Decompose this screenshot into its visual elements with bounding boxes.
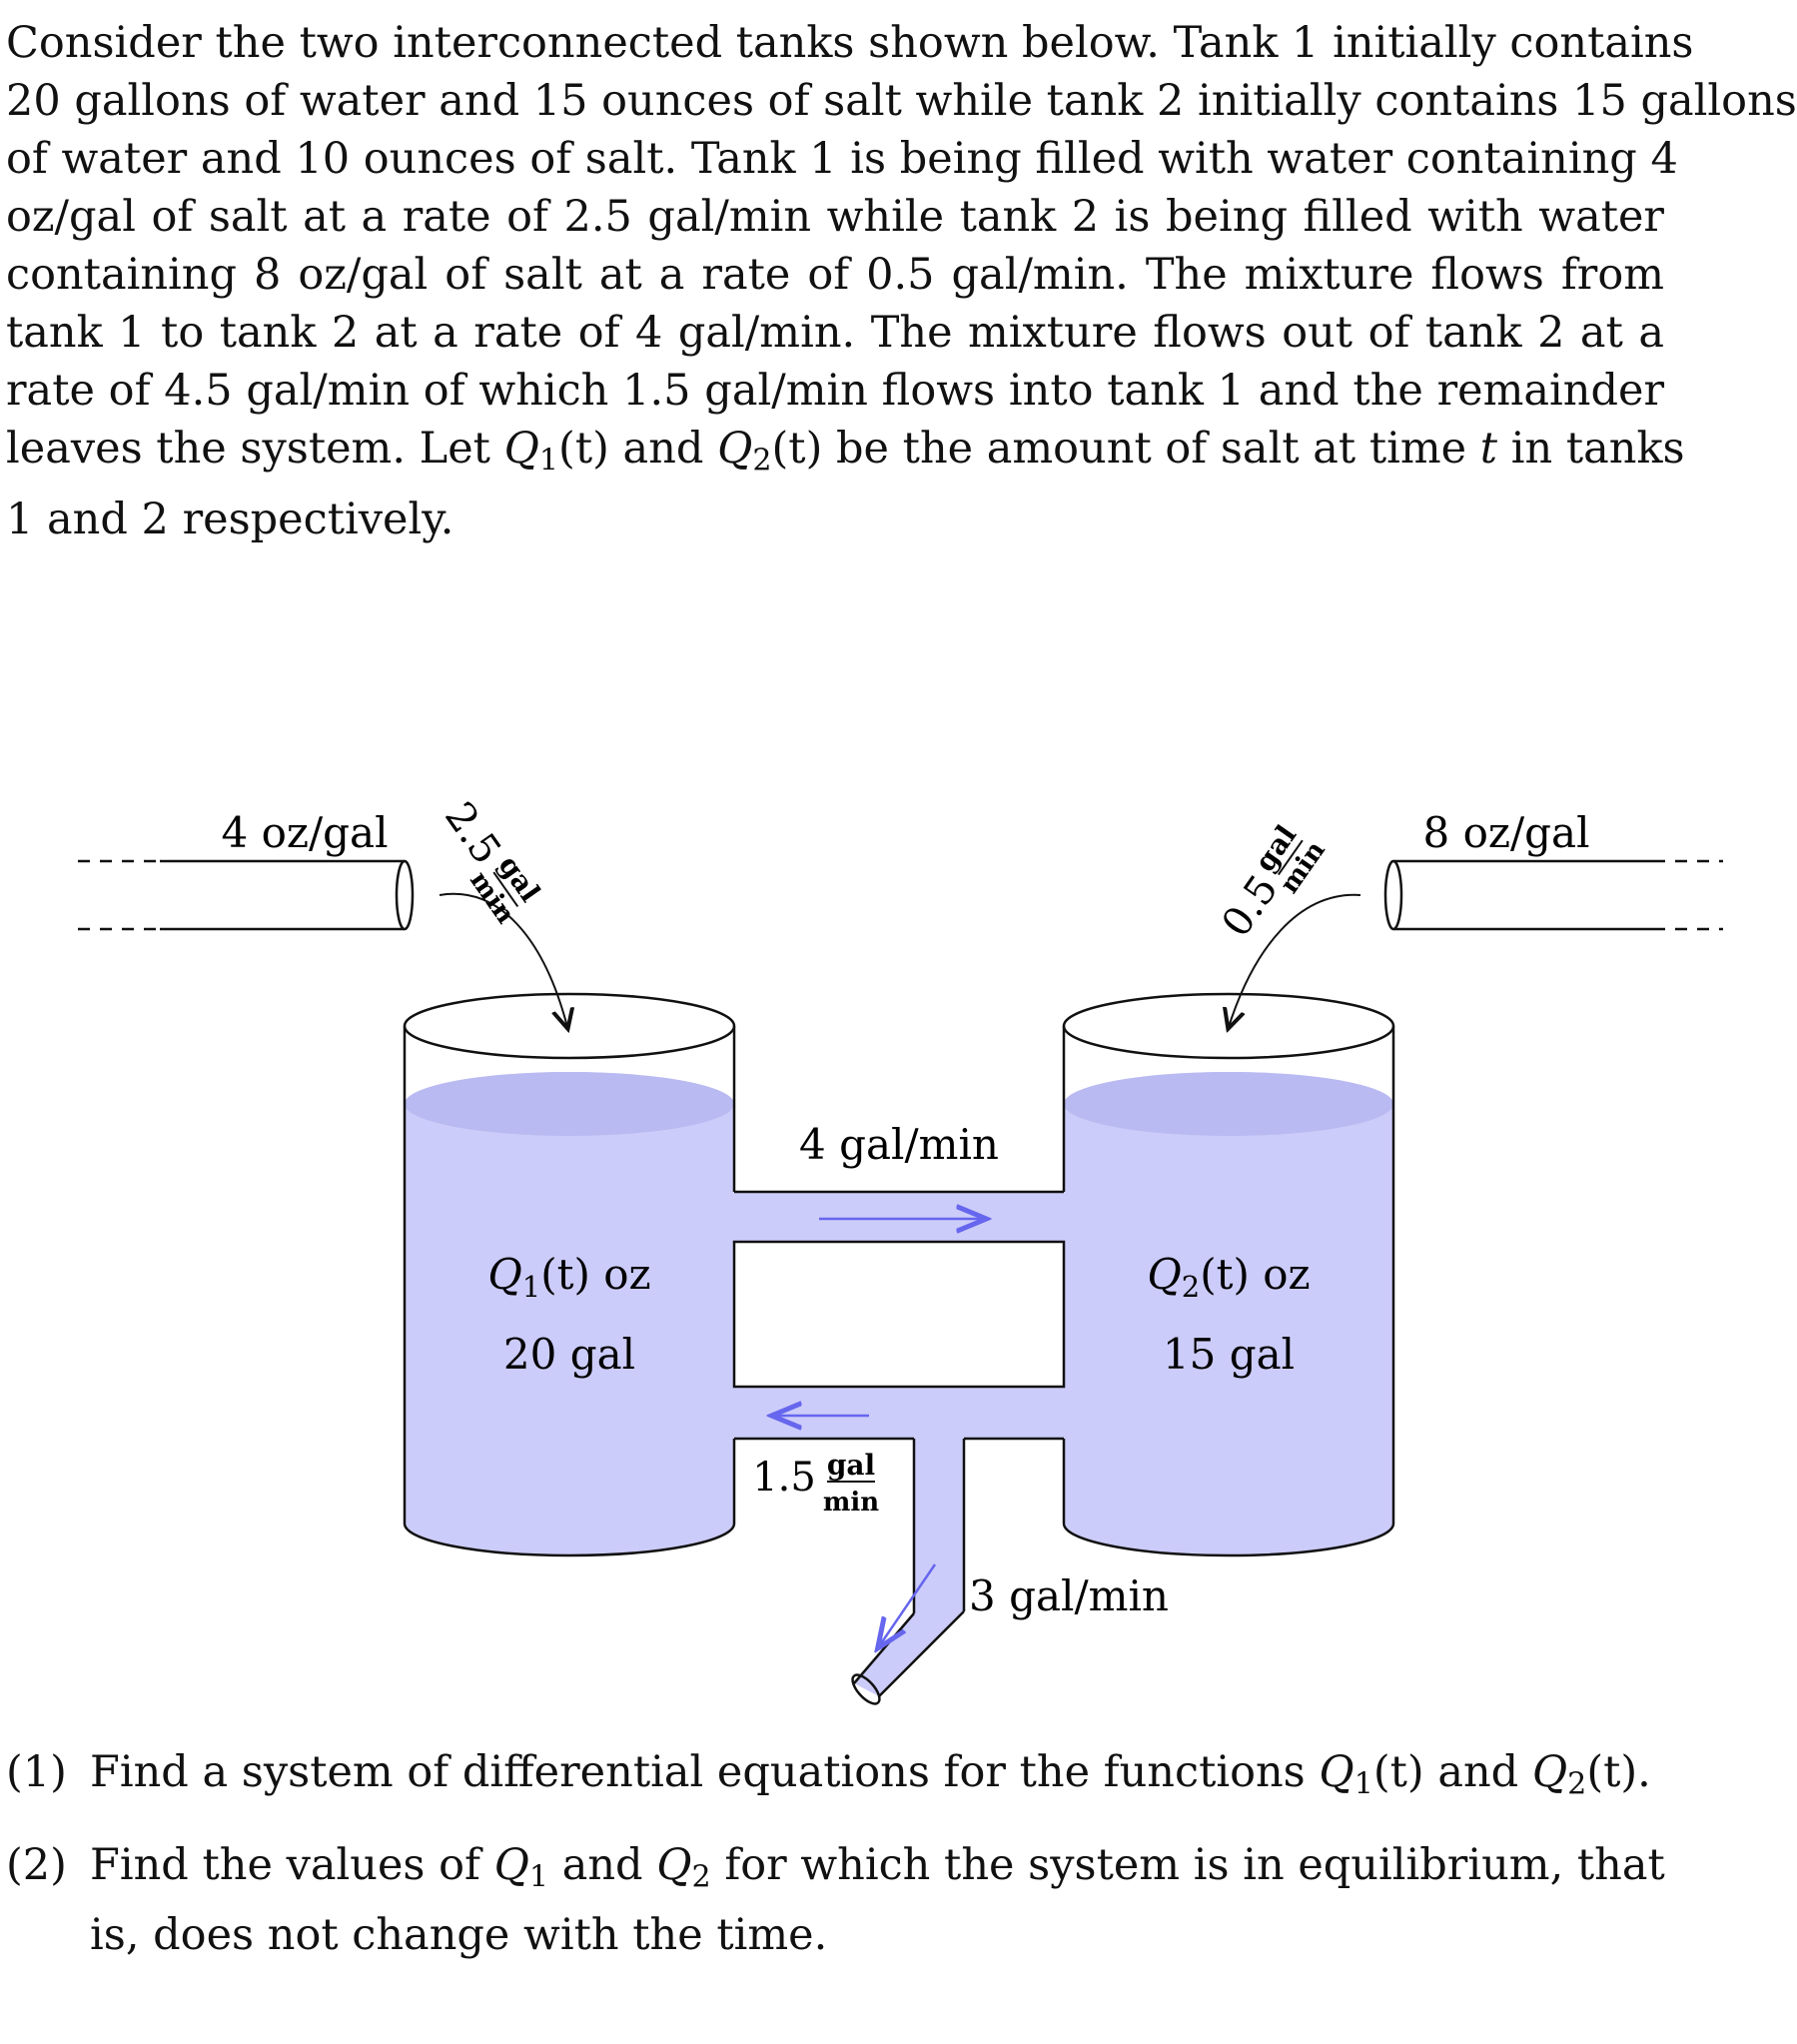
question-list: (1) Find a system of differential equati…: [6, 1743, 1665, 1986]
question-text: Find a system of differential equations …: [90, 1747, 1651, 1802]
problem-statement: Consider the two interconnected tanks sh…: [6, 14, 1797, 548]
inlet-right-rate-label: 0.5 gal min: [1214, 819, 1332, 945]
inlet-pipe-left: [78, 859, 415, 931]
inflow-arrow-left: [439, 892, 567, 1027]
svg-text:min: min: [823, 1488, 879, 1518]
tank-2: [1062, 992, 1395, 1557]
question-number: (2): [6, 1839, 67, 1890]
tank1-liquid-surface: [405, 1072, 734, 1136]
question-1: (1) Find a system of differential equati…: [6, 1743, 1664, 1814]
problem-line-variables: leaves the system. Let Q1(t) and Q2(t) b…: [6, 424, 1685, 479]
problem-line: containing 8 oz/gal of salt at a rate of…: [6, 250, 1664, 300]
tank2-salt-label: Q2(t) oz: [1147, 1250, 1310, 1304]
problem-line: Consider the two interconnected tanks sh…: [6, 18, 1694, 68]
question-text-continued: is, does not change with the time.: [90, 1910, 828, 1961]
tank2-volume-label: 15 gal: [1163, 1330, 1295, 1379]
tank2-liquid-surface: [1064, 1072, 1393, 1136]
inlet-left-rate-label: 2.5 gal min: [436, 794, 546, 929]
question-number: (1): [6, 1747, 67, 1797]
svg-text:2.5: 2.5: [436, 794, 509, 873]
problem-line: 20 gallons of water and 15 ounces of sal…: [6, 76, 1797, 126]
connecting-pipes: [732, 1190, 1066, 1705]
problem-line: of water and 10 ounces of salt. Tank 1 i…: [6, 134, 1678, 184]
flow-arrow-outflow: [879, 1563, 937, 1646]
inflow-arrow-right: [1229, 893, 1361, 1027]
question-text: Find the values of Q1 and Q2 for which t…: [90, 1839, 1665, 1895]
svg-text:gal: gal: [827, 1449, 875, 1482]
svg-text:1.5: 1.5: [752, 1455, 816, 1501]
pipe-top-rate: 4 gal/min: [799, 1120, 999, 1169]
problem-line: rate of 4.5 gal/min of which 1.5 gal/min…: [6, 366, 1664, 416]
problem-line: 1 and 2 respectively.: [6, 494, 454, 544]
tank-1: [403, 992, 736, 1557]
inlet-left-concentration: 4 oz/gal: [222, 808, 389, 857]
outflow-rate: 3 gal/min: [969, 1571, 1169, 1620]
tank-diagram: 4 oz/gal 2.5 gal min 8 oz/gal 0.5 gal mi…: [78, 794, 1723, 1705]
problem-line: tank 1 to tank 2 at a rate of 4 gal/min.…: [6, 308, 1664, 358]
tank1-salt-label: Q1(t) oz: [487, 1250, 650, 1304]
tank1-volume-label: 20 gal: [503, 1330, 635, 1379]
problem-line: oz/gal of salt at a rate of 2.5 gal/min …: [6, 192, 1664, 242]
pipe-bottom-rate-label: 1.5 gal min: [752, 1449, 879, 1518]
question-2: (2) Find the values of Q1 and Q2 for whi…: [6, 1836, 1665, 1965]
inlet-right-concentration: 8 oz/gal: [1423, 808, 1590, 857]
inlet-pipe-right: [1383, 859, 1723, 931]
